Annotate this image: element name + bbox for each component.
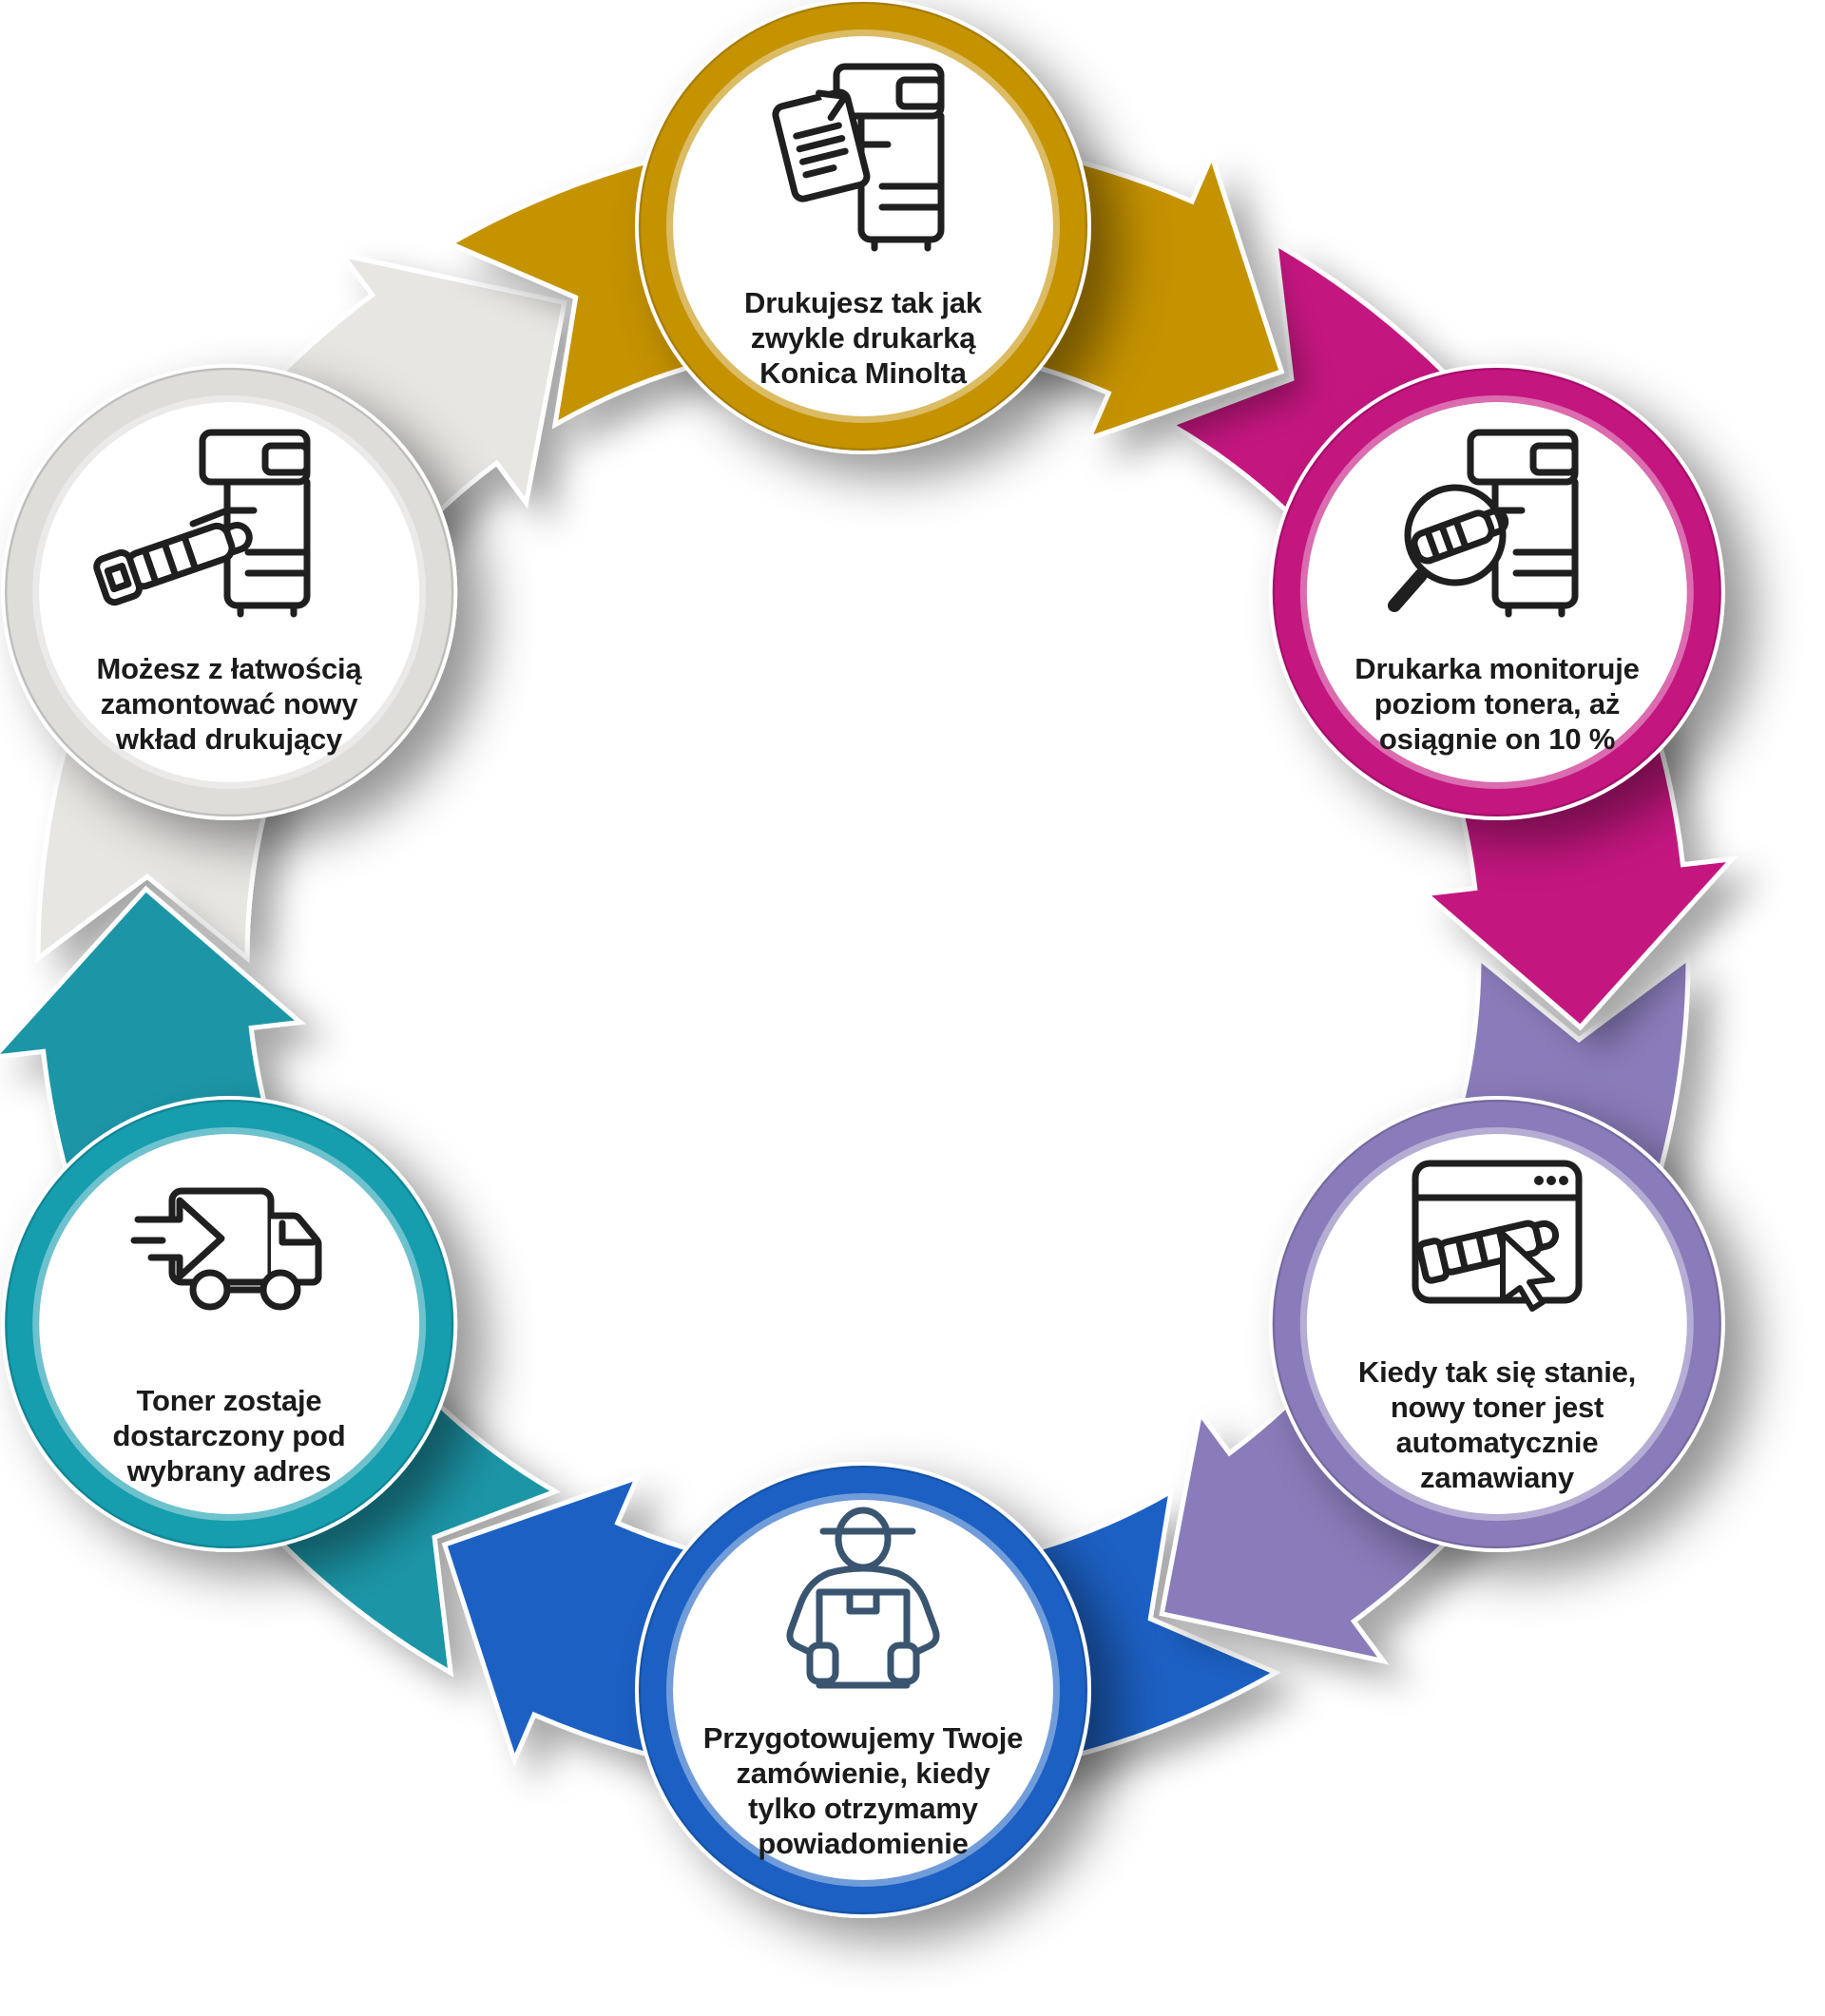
printer-document-icon (772, 67, 941, 248)
step-circle-1-layer (638, 1, 1088, 451)
step-circle-5-layer (39, 1134, 420, 1514)
step-circle-4-layer (666, 1493, 1060, 1887)
step-label-4: Przygotowujemy Twoje zamówienie, kiedy t… (702, 1721, 1024, 1860)
step-circle-3-layer (1306, 1134, 1687, 1514)
step-label-3: Kiedy tak się stanie, nowy toner jest au… (1357, 1355, 1637, 1494)
step-circle-2-layer (1299, 395, 1694, 789)
step-label-1: Drukujesz tak jak zwykle drukarką Konica… (744, 286, 982, 390)
step-circle-5-layer (4, 1099, 454, 1549)
delivery-truck-icon (130, 1187, 322, 1311)
step-circle-6-layer (4, 367, 454, 817)
step-circle-6-layer (32, 395, 427, 789)
step-label-5: Toner zostaje dostarczony pod wybrany ad… (112, 1384, 346, 1488)
step-circle-5 (1, 1096, 458, 1552)
toner-magnifier-printer-icon (1388, 432, 1575, 614)
step-label-2: Drukarka monitoruje poziom tonera, aż os… (1354, 652, 1640, 756)
browser-toner-cursor-icon (1412, 1160, 1583, 1312)
step-circle-4-layer (673, 1500, 1053, 1880)
step-circle-3-layer (1272, 1099, 1722, 1549)
step-circle-1-layer (666, 29, 1060, 423)
step-circle-3 (1268, 1096, 1725, 1552)
courier-box-icon (786, 1507, 940, 1689)
step-circle-2-layer (1272, 367, 1722, 817)
step-circle-5-layer (32, 1127, 427, 1521)
step-label-6: Możesz z łatwością zamontować nowy wkład… (96, 652, 362, 756)
step-circle-4-layer (638, 1465, 1088, 1915)
step-icons (93, 67, 1583, 1689)
step-circle-3-layer (1299, 1127, 1694, 1521)
toner-cartridge-printer-icon (93, 432, 307, 614)
step-circle-4 (635, 1462, 1091, 1918)
